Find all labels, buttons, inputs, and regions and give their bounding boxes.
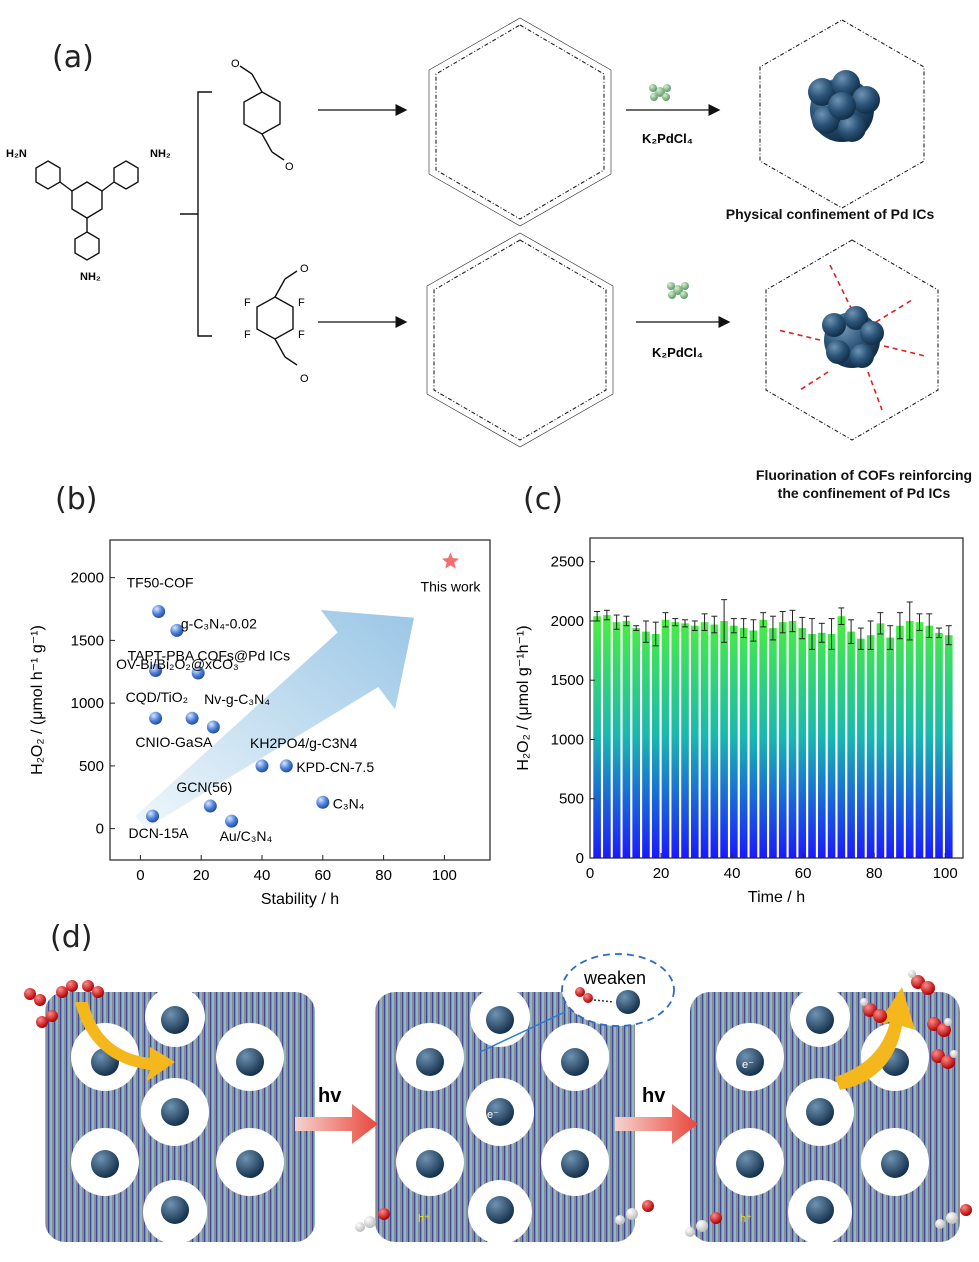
cof-framework-2	[375, 987, 635, 1244]
atom-o-bottom-2: O	[300, 373, 309, 385]
point-label: GCN(56)	[176, 779, 232, 795]
pd-cluster-top	[808, 70, 880, 142]
amine-label-bottom: NH₂	[80, 271, 101, 283]
atom-o-top-2: O	[285, 161, 294, 173]
data-point	[225, 814, 239, 828]
reagent-label-top: K₂PdCl₄	[642, 131, 693, 146]
atom-f-2: F	[298, 297, 305, 309]
data-point	[185, 711, 199, 725]
atom-f-3: F	[244, 329, 251, 341]
bracket	[180, 91, 212, 337]
x-tick-label: 0	[136, 867, 144, 884]
h2o2-outflow-arrow	[835, 987, 915, 1090]
y-axis-label: H₂O₂ / (μmol h⁻¹ g⁻¹)	[29, 625, 46, 775]
panel-label-a: (a)	[52, 40, 94, 75]
hv-arrow-2	[615, 1104, 698, 1144]
x-tick-label: 60	[314, 867, 331, 884]
point-label: TAPT-PBA COFs@Pd ICs	[128, 648, 291, 664]
data-point	[206, 720, 220, 734]
y-tick-label: 2000	[71, 570, 104, 587]
cof-pd-bottom	[765, 239, 939, 441]
hv-label-2: hv	[642, 1085, 666, 1107]
highlight-label: This work	[421, 578, 482, 594]
x-tick-label: 20	[193, 867, 210, 884]
data-point	[152, 605, 166, 619]
cof-framework-3	[690, 987, 960, 1244]
panel-label-c: (c)	[523, 482, 563, 517]
point-label: Nv-g-C₃N₄	[204, 691, 270, 707]
atom-f-1: F	[244, 297, 251, 309]
pd-cluster-bottom	[822, 306, 884, 368]
data-point	[316, 795, 330, 809]
oxygen-molecules-incoming	[24, 980, 104, 1028]
y-tick-label: 500	[79, 758, 104, 775]
sacrificial-molecules	[355, 1200, 972, 1237]
point-label: OV-Bi/Bi₂O₂@xCO₃	[116, 656, 239, 672]
electron-label-1: e⁻	[487, 1109, 499, 1121]
caption-fluorination: Fluorination of COFs reinforcing the con…	[755, 467, 973, 501]
point-label: TF50-COF	[127, 575, 194, 591]
hole-label-1: h⁺	[418, 1213, 430, 1225]
data-point	[191, 666, 205, 680]
point-label: DCN-15A	[129, 825, 190, 841]
point-label: Au/C₃N₄	[220, 828, 273, 844]
x-tick-label: 40	[254, 867, 271, 884]
data-point	[279, 759, 293, 773]
y-tick-label: 1000	[71, 695, 104, 712]
fluorine-interaction-lines	[777, 264, 926, 411]
hv-label-1: hv	[318, 1085, 342, 1107]
point-label: C₃N₄	[333, 795, 365, 811]
tetrafluoro-aldehyde	[256, 270, 298, 366]
point-label: KPD-CN-7.5	[296, 759, 374, 775]
data-point	[255, 759, 269, 773]
x-axis-label: Stability / h	[261, 891, 339, 908]
cof-hexagon-bottom	[426, 232, 614, 448]
data-point	[149, 711, 163, 725]
plot-frame	[109, 539, 491, 861]
h2o2-molecules-outgoing	[860, 970, 958, 1069]
weaken-bubble	[561, 953, 675, 1027]
y-tick-label: 1500	[71, 632, 104, 649]
hv-arrow-1	[295, 1104, 378, 1144]
panel-d-mechanism: hv hv weaken e⁻ e⁻ h⁺ h⁺	[24, 953, 972, 1244]
caption-physical-confinement: Physical confinement of Pd ICs	[725, 206, 935, 222]
point-label: CQD/TiO₂	[126, 689, 188, 705]
pd-salt-icon-bottom	[667, 282, 689, 299]
panel-a-scheme: H₂N NH₂ NH₂ O O F F F F O O K₂PdCl₄	[6, 17, 939, 448]
triamine-monomer	[35, 160, 139, 261]
data-point	[149, 664, 163, 678]
atom-f-4: F	[298, 329, 305, 341]
pd-salt-icon-top	[649, 84, 671, 101]
data-point	[170, 623, 184, 637]
weaken-pointer	[479, 1011, 566, 1053]
point-label: CNIO-GaSA	[135, 734, 213, 750]
point-label: g-C₃N₄-0.02	[181, 615, 257, 631]
atom-o-bottom-1: O	[300, 263, 309, 275]
hole-label-2: h⁺	[740, 1213, 752, 1225]
amine-label-right: NH₂	[150, 148, 171, 160]
x-tick-label: 80	[375, 867, 392, 884]
amine-label-left: H₂N	[6, 148, 27, 160]
oxygen-inflow-arrow	[75, 1002, 175, 1082]
panel-label-b: (b)	[55, 482, 98, 517]
cof-pd-top	[759, 19, 925, 209]
data-point	[203, 799, 217, 813]
highlight-star	[441, 552, 459, 569]
y-tick-label: 0	[96, 821, 104, 838]
weaken-label: weaken	[583, 968, 646, 988]
panel-label-d: (d)	[50, 920, 93, 955]
point-label: KH2PO4/g-C3N4	[250, 735, 358, 751]
cof-hexagon-top	[428, 17, 612, 227]
data-point	[146, 809, 160, 823]
electron-label-2: e⁻	[742, 1059, 754, 1071]
terephthalaldehyde	[239, 65, 285, 161]
atom-o-top-1: O	[231, 58, 240, 70]
trend-arrow	[135, 610, 415, 829]
cof-framework-1	[45, 987, 315, 1244]
x-tick-label: 100	[432, 867, 457, 884]
reagent-label-bottom: K₂PdCl₄	[652, 345, 703, 360]
